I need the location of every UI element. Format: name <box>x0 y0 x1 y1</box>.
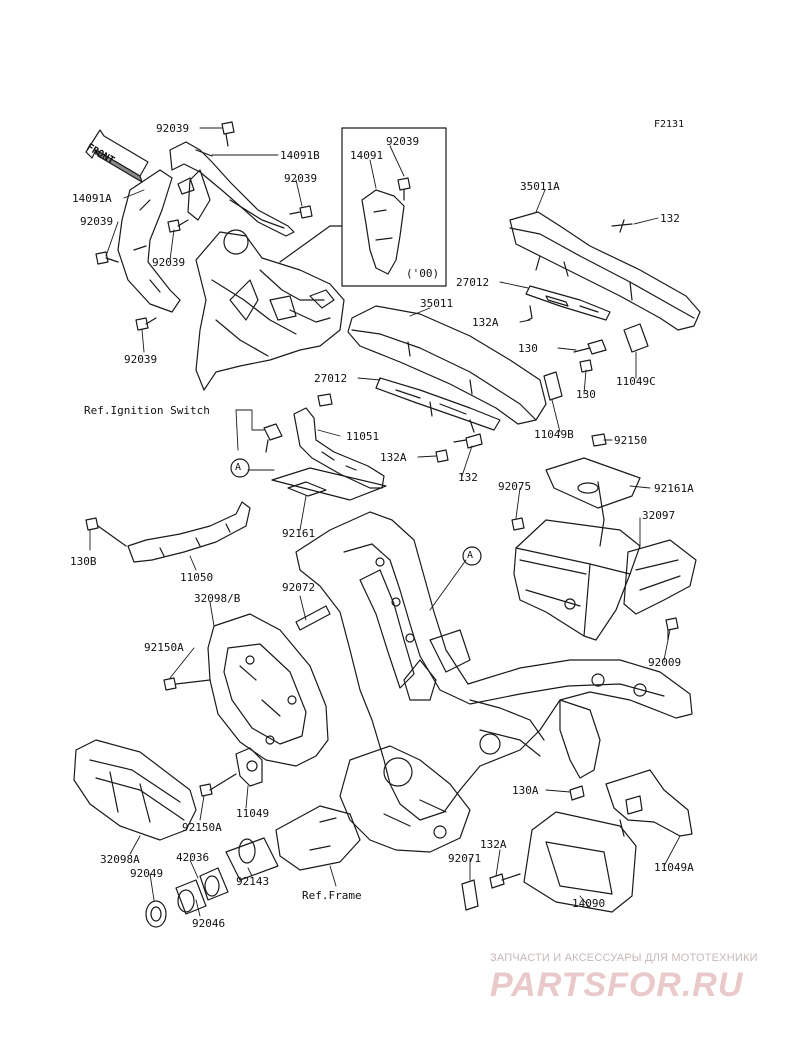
main-frame-drawing <box>295 511 693 821</box>
watermark-logo[interactable]: PARTSFOR.RU <box>490 966 744 1004</box>
label-92075: 92075 <box>498 480 532 493</box>
lower-frame-drawing <box>275 745 471 871</box>
bolts-upper-left <box>95 121 313 331</box>
upper-frame-drawing <box>195 229 345 391</box>
bolt-132A-lower <box>489 873 521 889</box>
label-92039: 92039 <box>80 215 114 228</box>
label-130B: 130B <box>70 555 97 568</box>
label-130: 130 <box>518 342 538 355</box>
leader-lines <box>89 127 681 917</box>
label-92049: 92049 <box>130 867 164 880</box>
label-132A: 132A <box>380 451 407 464</box>
label-27012: 27012 <box>314 372 348 385</box>
label-92039: 92039 <box>386 135 420 148</box>
bolts-right-mid <box>435 323 649 463</box>
label-32098B: 32098/B <box>194 592 241 605</box>
label-11049A: 11049A <box>654 861 694 874</box>
label-32097: 32097 <box>642 509 676 522</box>
cover-32098A-drawing <box>73 739 197 841</box>
label-14090: 14090 <box>572 897 606 910</box>
label-132: 132 <box>660 212 680 225</box>
bracket-11050-drawing <box>85 501 251 563</box>
label-92009: 92009 <box>648 656 682 669</box>
cover-32098B-drawing <box>207 613 329 767</box>
label-14091: 14091 <box>350 149 384 162</box>
label-11049B: 11049B <box>534 428 574 441</box>
bolt-92075 <box>511 517 525 531</box>
label-35011: 35011 <box>420 297 454 310</box>
label-11051: 11051 <box>346 430 380 443</box>
label-32098A: 32098A <box>100 853 140 866</box>
cover-35011A-drawing <box>509 211 701 331</box>
label-92072: 92072 <box>282 581 316 594</box>
label-92143: 92143 <box>236 875 270 888</box>
label-35011A: 35011A <box>520 180 560 193</box>
label-130A: 130A <box>512 784 539 797</box>
label-14091B: 14091B <box>280 149 320 162</box>
callout-a-right-icon <box>462 546 482 566</box>
callout-a-left-icon <box>230 458 250 478</box>
label-27012: 27012 <box>456 276 490 289</box>
plate-27012-lower <box>375 377 501 433</box>
ref-frame: Ref.Frame <box>302 889 362 902</box>
label-92150: 92150 <box>614 434 648 447</box>
label-132: 132 <box>458 471 478 484</box>
label-11050: 11050 <box>180 571 214 584</box>
watermark-subtitle: ЗАПЧАСТИ И АКСЕССУАРЫ ДЛЯ МОТОТЕХНИКИ <box>490 952 758 964</box>
label-92039: 92039 <box>152 256 186 269</box>
label-92046: 92046 <box>192 917 226 930</box>
pivot-parts-drawing <box>145 837 279 928</box>
label-92039: 92039 <box>124 353 158 366</box>
pad-92161-drawing <box>271 467 387 501</box>
leader-inset <box>279 225 343 263</box>
bolt-92009 <box>665 617 679 641</box>
ref-ignition-switch: Ref.Ignition Switch <box>84 404 210 417</box>
label-92150A: 92150A <box>144 641 184 654</box>
label-130: 130 <box>576 388 596 401</box>
label-92039: 92039 <box>156 122 190 135</box>
callout-a-left: A <box>235 462 242 473</box>
tray-14090-drawing <box>461 811 637 913</box>
label-92150A: 92150A <box>182 821 222 834</box>
label-42036: 42036 <box>176 851 210 864</box>
pad-92161A-drawing <box>545 457 641 509</box>
cover-35011-drawing <box>347 305 547 425</box>
bracket-11049-drawing <box>199 747 263 797</box>
bracket-11049A-drawing <box>605 769 693 837</box>
label-14091A: 14091A <box>72 192 112 205</box>
inset-box-2000 <box>341 127 447 287</box>
label-92071: 92071 <box>448 852 482 865</box>
label-11049: 11049 <box>236 807 270 820</box>
bolt-132-top <box>611 219 633 233</box>
battery-case-32097-drawing <box>513 519 697 641</box>
label-92161: 92161 <box>282 527 316 540</box>
year-note: ('00) <box>406 267 440 280</box>
label-92039: 92039 <box>284 172 318 185</box>
label-132A: 132A <box>480 838 507 851</box>
bracket-11051-drawing <box>263 393 385 489</box>
bolt-92150A-upper <box>163 677 211 691</box>
callout-a-right: A <box>467 550 474 561</box>
plate-27012-upper <box>525 285 611 321</box>
label-92161A: 92161A <box>654 482 694 495</box>
label-132A: 132A <box>472 316 499 329</box>
front-arrow-icon <box>85 129 149 183</box>
label-11049C: 11049C <box>616 375 656 388</box>
bolt-130A <box>569 785 585 801</box>
strap-line <box>597 481 605 547</box>
figure-code: F2131 <box>654 119 685 130</box>
clip-92072-drawing <box>295 605 331 631</box>
bracket-14091A-drawing <box>117 141 295 313</box>
